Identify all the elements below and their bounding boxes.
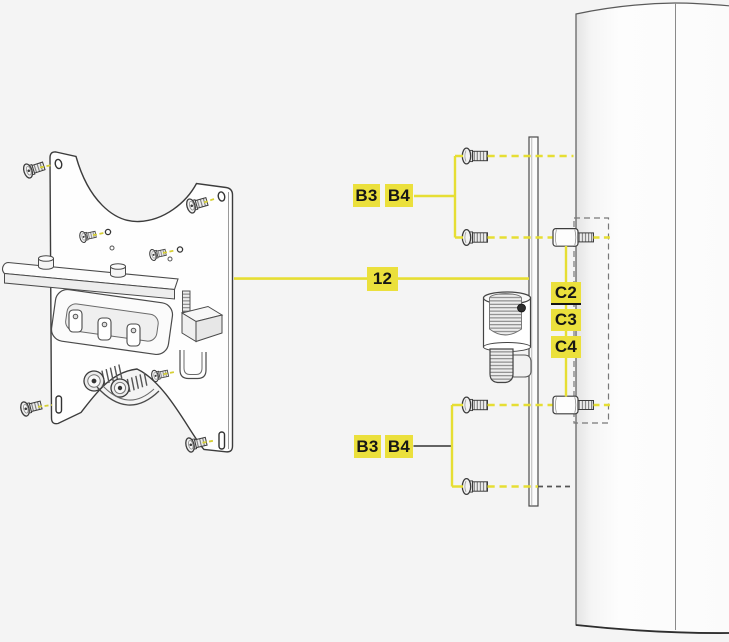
adapter-set-screw xyxy=(517,303,526,313)
part-label-c4: C4 xyxy=(551,336,581,358)
vesa-hole xyxy=(167,256,173,262)
step-label-12: 12 xyxy=(367,267,398,291)
part-label-b3-bottom: B3 xyxy=(354,435,381,458)
arm-block xyxy=(180,290,224,343)
screw-leader-lines xyxy=(37,164,216,444)
pole-column xyxy=(575,2,729,634)
threaded-adapter xyxy=(482,291,532,384)
pivot-yoke-inner xyxy=(101,384,155,401)
threaded-rod xyxy=(182,290,191,313)
clevis-post xyxy=(126,323,141,347)
alignment-dashed-lines xyxy=(487,154,610,488)
vesa-hole xyxy=(104,228,112,236)
vesa-slot xyxy=(55,395,63,414)
pole-bottom-edge xyxy=(575,624,729,634)
pivot-yoke xyxy=(96,386,160,406)
spring-bolt xyxy=(110,372,148,398)
part-label-b3-top: B3 xyxy=(353,184,380,207)
u-hook xyxy=(179,350,207,380)
tilt-clevis xyxy=(50,288,174,356)
vesa-slot xyxy=(218,431,226,450)
clevis-post xyxy=(97,317,112,341)
part-label-c3: C3 xyxy=(551,309,581,331)
vesa-monitor-bracket xyxy=(1,151,234,454)
adapter-threaded-bore xyxy=(489,293,522,336)
vesa-hole xyxy=(176,246,184,253)
clevis-post xyxy=(68,309,83,333)
adapter-flange xyxy=(512,354,532,378)
vesa-hole xyxy=(217,191,226,202)
part-label-b4-bottom: B4 xyxy=(385,435,413,458)
adapter-threaded-stud xyxy=(489,348,514,384)
callout-bracket-top xyxy=(414,154,463,239)
part-label-c2: C2 xyxy=(551,282,581,305)
vesa-hole xyxy=(54,158,63,170)
part-label-b4-top: B4 xyxy=(385,184,413,207)
spring-bolt xyxy=(83,364,123,392)
callout-bracket-bottom xyxy=(450,403,463,488)
bracket-shelf xyxy=(1,255,179,300)
vesa-hole xyxy=(109,245,115,251)
